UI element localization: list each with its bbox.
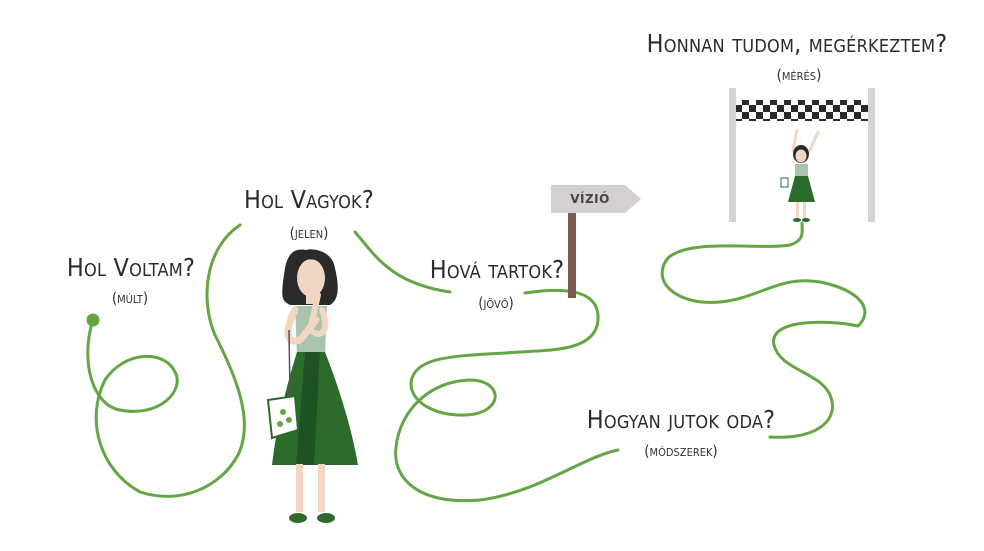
past-title: Hol Voltam? xyxy=(66,253,196,282)
methods-title: Hogyan jutok oda? xyxy=(586,405,776,434)
measure-title: Honnan tudom, megérkeztem? xyxy=(646,29,948,58)
finish-line xyxy=(729,88,875,222)
path-segment-methods xyxy=(660,221,867,439)
celebrating-woman-figure xyxy=(780,128,820,222)
signpost-arrow xyxy=(551,185,641,213)
path-segment-present xyxy=(353,230,452,294)
signpost-post xyxy=(568,210,576,298)
measure-subtitle: (mérés) xyxy=(776,66,822,84)
methods-subtitle: (módszerek) xyxy=(644,442,718,460)
start-dot xyxy=(86,313,100,327)
vision-signpost xyxy=(551,185,641,298)
finish-pole-left xyxy=(729,88,736,222)
present-subtitle: (jelen) xyxy=(289,224,329,242)
path-segment-future xyxy=(394,288,620,503)
future-title: Hová tartok? xyxy=(429,255,565,284)
finish-pole-right xyxy=(868,88,875,222)
journey-path xyxy=(86,221,867,503)
tote-bag-icon xyxy=(266,394,300,440)
path-segment-past xyxy=(86,223,246,498)
checkered-finish-banner-icon xyxy=(736,100,868,121)
signpost-label: VÍZIÓ xyxy=(570,192,610,206)
thinking-woman-figure xyxy=(266,249,358,523)
past-subtitle: (múlt) xyxy=(111,289,149,307)
present-title: Hol Vagyok? xyxy=(243,185,375,214)
future-subtitle: (jövő) xyxy=(478,294,514,312)
